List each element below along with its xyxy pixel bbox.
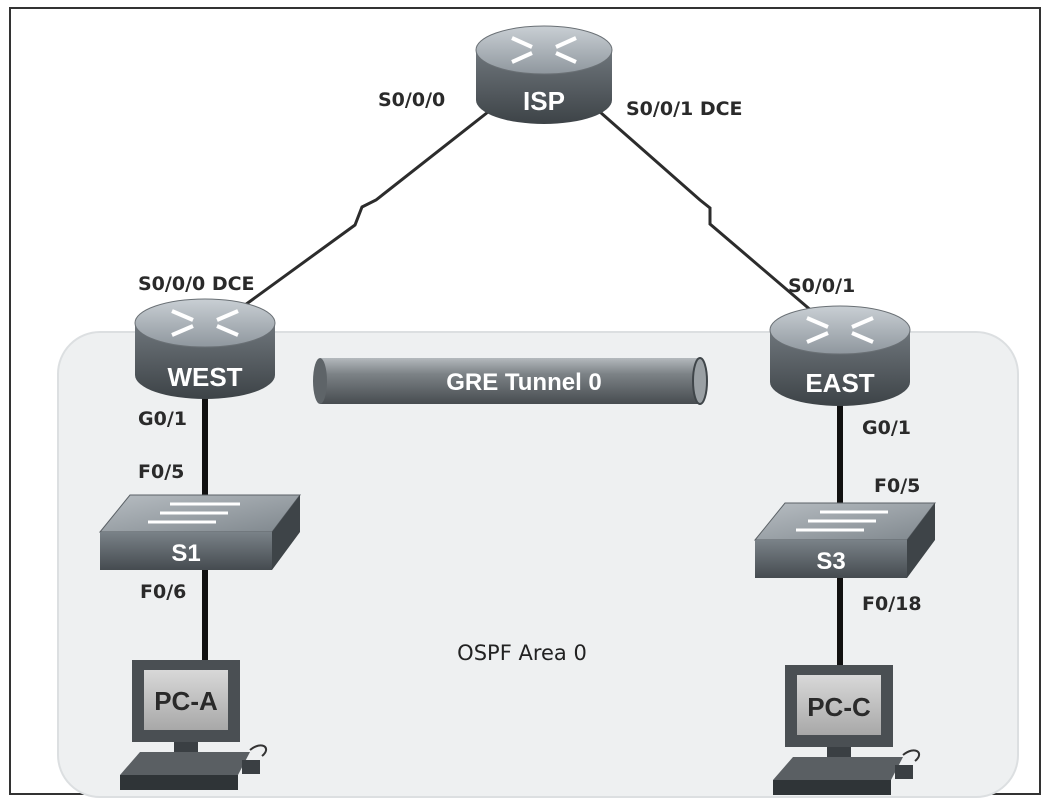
isp-s001-label: S0/0/1 DCE <box>626 98 743 120</box>
isp-router[interactable]: ISP <box>475 25 613 124</box>
serial-link-isp-east <box>599 110 821 320</box>
s1-f05-label: F0/5 <box>138 461 184 483</box>
west-router[interactable]: WEST <box>134 298 276 399</box>
serial-link-west-isp <box>244 110 489 307</box>
west-serial-label: S0/0/0 DCE <box>138 273 255 295</box>
switch-arrows-icon <box>148 502 240 524</box>
s1-f06-label: F0/6 <box>140 581 186 603</box>
east-label: EAST <box>805 368 874 398</box>
isp-label: ISP <box>523 86 565 116</box>
router-arrows-icon <box>511 36 577 64</box>
s1-switch[interactable]: S1 <box>98 494 302 570</box>
router-arrows-icon <box>171 309 239 337</box>
ospf-area-region <box>57 331 1019 798</box>
switch-arrows-icon <box>796 510 888 532</box>
isp-s000-label: S0/0/0 <box>378 89 445 111</box>
east-g01-label: G0/1 <box>862 417 911 439</box>
ospf-area-label: OSPF Area 0 <box>457 641 587 665</box>
west-g01-label: G0/1 <box>138 408 187 430</box>
east-router[interactable]: EAST <box>769 305 911 406</box>
s3-switch[interactable]: S3 <box>753 502 937 578</box>
s3-f018-label: F0/18 <box>862 593 922 615</box>
west-label: WEST <box>167 362 242 392</box>
s3-f05-label: F0/5 <box>874 475 920 497</box>
east-serial-label: S0/0/1 <box>788 275 855 297</box>
router-arrows-icon <box>806 316 874 344</box>
gre-tunnel: GRE Tunnel 0 <box>313 357 708 405</box>
pcc-label: PC-C <box>807 692 871 722</box>
s1-label: S1 <box>171 540 200 567</box>
s3-label: S3 <box>816 548 845 575</box>
pcc-computer[interactable]: PC-C <box>773 665 921 795</box>
pca-computer[interactable]: PC-A <box>120 660 268 790</box>
pca-label: PC-A <box>154 686 218 716</box>
tunnel-label: GRE Tunnel 0 <box>446 369 602 396</box>
